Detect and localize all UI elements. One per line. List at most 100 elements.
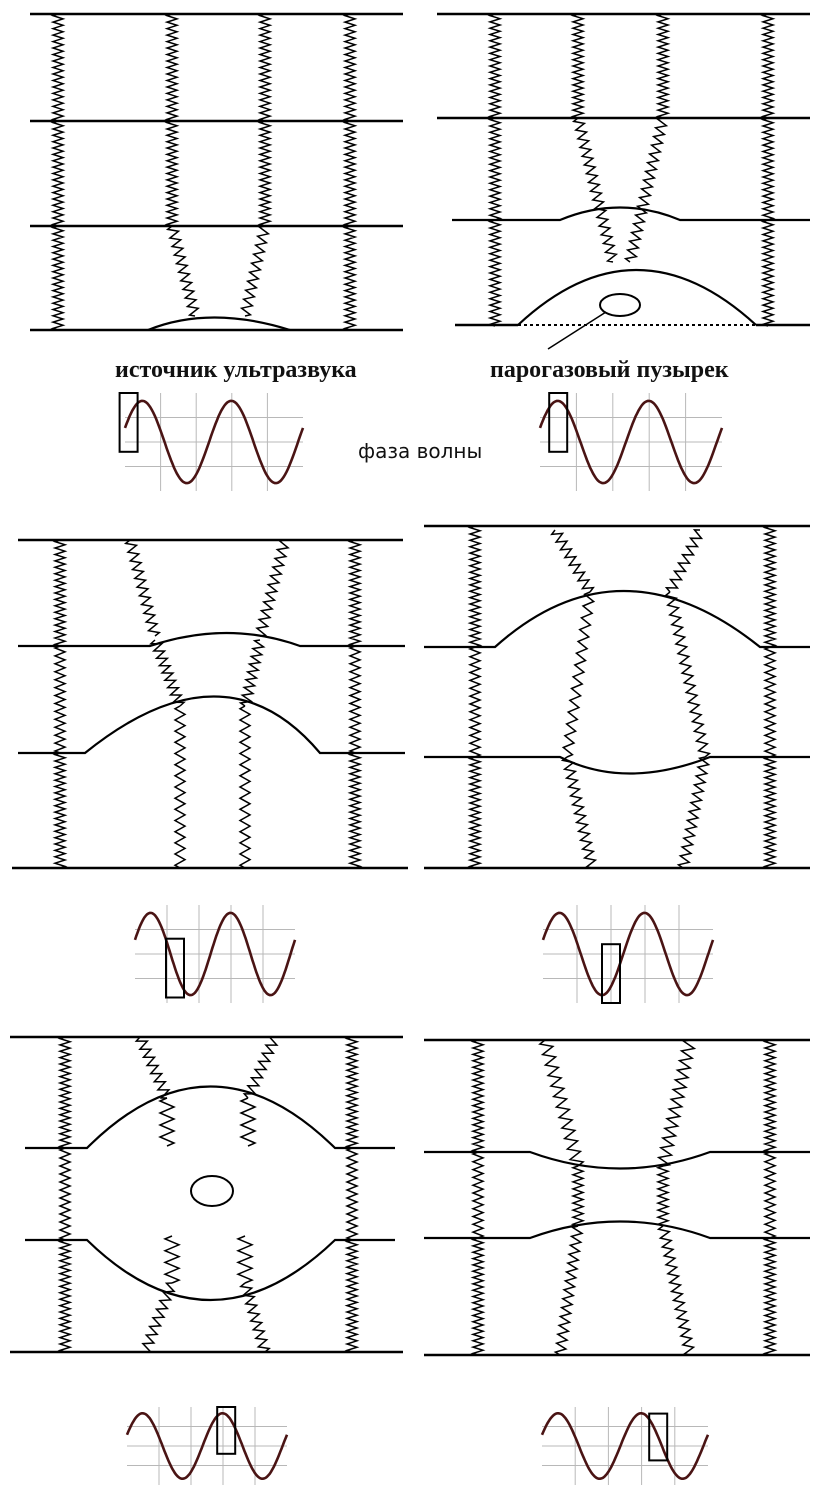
spring <box>55 753 65 868</box>
spring <box>473 1040 483 1152</box>
ultrasound-source-label: источник ультразвука <box>115 357 357 383</box>
spring <box>53 226 63 330</box>
spring <box>765 647 775 757</box>
spring <box>473 1238 483 1355</box>
spring <box>765 1152 775 1238</box>
spring <box>345 226 355 330</box>
wave-phase-plot-2 <box>540 393 722 491</box>
spring <box>260 121 270 226</box>
wave-phase-plot-5 <box>127 1407 287 1485</box>
spring <box>765 1238 775 1355</box>
bubble-boundary <box>452 208 810 221</box>
spring <box>765 1040 775 1152</box>
spring <box>347 1037 357 1148</box>
spring <box>563 592 593 757</box>
bubble-boundary <box>25 1087 395 1149</box>
stage-4-panel <box>424 526 810 868</box>
spring <box>347 1148 357 1240</box>
stage-panels <box>10 14 810 1355</box>
spring <box>241 1098 255 1146</box>
phase-marker <box>120 393 138 452</box>
spring <box>240 706 250 868</box>
spring <box>667 530 702 592</box>
spring <box>53 121 63 226</box>
spring <box>60 1148 70 1240</box>
spring <box>470 757 480 868</box>
spring <box>563 757 596 868</box>
spring <box>573 14 583 118</box>
wave-phase-plot-1 <box>120 393 303 491</box>
spring <box>763 14 773 118</box>
spring <box>260 14 270 121</box>
spring <box>470 647 480 757</box>
stage-6-panel <box>424 1040 810 1355</box>
spring <box>55 646 65 753</box>
spring <box>175 706 185 868</box>
spring <box>151 640 184 706</box>
spring <box>658 1166 668 1226</box>
spring <box>350 540 360 646</box>
spring <box>350 646 360 753</box>
bubble-boundary <box>148 318 290 331</box>
stage-2-panel <box>437 14 810 349</box>
spring <box>257 540 288 636</box>
spring <box>242 226 269 316</box>
spring <box>473 1152 483 1238</box>
bubble-boundary <box>518 270 756 325</box>
wave-phase-plots <box>120 393 722 1485</box>
spring <box>136 1037 169 1098</box>
spring <box>350 753 360 868</box>
spring <box>573 1166 583 1226</box>
spring <box>126 540 160 636</box>
bubble-boundary <box>25 1240 395 1300</box>
spring <box>658 14 668 118</box>
spring <box>167 121 177 226</box>
spring <box>763 220 773 326</box>
vapor-gas-bubble-label: парогазовый пузырек <box>490 357 729 383</box>
spring <box>238 1236 252 1283</box>
spring <box>60 1037 70 1148</box>
bubble-pointer-line <box>548 312 606 349</box>
spring <box>666 592 710 757</box>
wave-phase-plot-6 <box>542 1407 708 1485</box>
spring <box>345 121 355 226</box>
spring <box>241 640 264 706</box>
spring <box>574 118 617 262</box>
spring <box>765 757 775 868</box>
spring <box>160 1098 174 1146</box>
spring <box>244 1037 277 1098</box>
spring <box>659 1040 695 1166</box>
bubble-boundary <box>424 591 810 647</box>
spring <box>552 530 594 592</box>
spring <box>347 1240 357 1352</box>
spring <box>679 757 709 868</box>
spring <box>167 14 177 121</box>
spring <box>60 1240 70 1352</box>
bubble-boundary <box>424 757 810 774</box>
bubble-boundary <box>18 633 405 646</box>
spring <box>53 14 63 121</box>
spring <box>490 14 500 118</box>
spring <box>659 1226 694 1355</box>
stage-3-panel <box>12 540 408 868</box>
spring <box>763 118 773 220</box>
wave-phase-plot-4 <box>543 905 713 1003</box>
bubble <box>191 1176 233 1206</box>
spring <box>765 526 775 647</box>
spring <box>168 226 199 316</box>
spring <box>165 1236 179 1283</box>
spring <box>470 526 480 647</box>
spring <box>345 14 355 121</box>
stage-1-panel <box>30 14 403 330</box>
spring <box>555 1226 582 1355</box>
bubble-boundary <box>18 697 405 754</box>
spring <box>55 540 65 646</box>
spring <box>540 1040 583 1166</box>
stage-5-panel <box>10 1037 403 1352</box>
wave-phase-plot-3 <box>135 905 295 1003</box>
spring <box>626 118 667 262</box>
spring <box>490 118 500 220</box>
wave-phase-label: фаза волны <box>358 439 482 463</box>
spring <box>490 220 500 326</box>
